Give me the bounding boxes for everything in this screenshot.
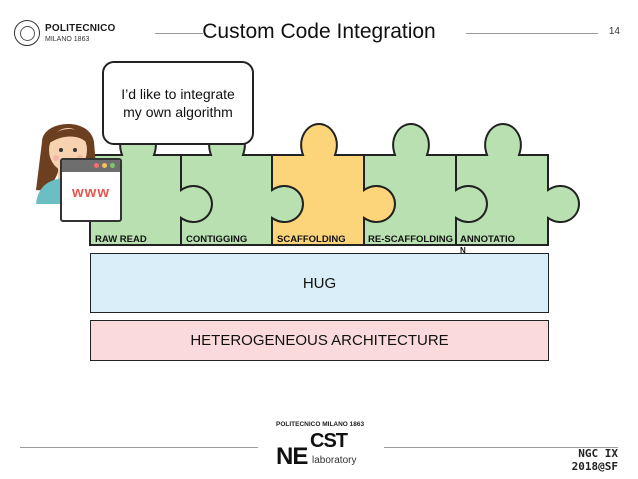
hug-layer: HUG: [90, 253, 549, 313]
piece-label-annotation: ANNOTATIO: [460, 234, 516, 245]
window-dot-icon: [102, 163, 107, 168]
necst-logo-top: POLITECNICO MILANO 1863: [276, 421, 365, 428]
heterogeneous-architecture-layer: HETEROGENEOUS ARCHITECTURE: [90, 320, 549, 361]
logo-sub: MILANO 1863: [45, 36, 90, 43]
necst-logo-cst: CST: [310, 430, 348, 452]
piece-label-re-scaffolding: RE-SCAFFOLDING: [368, 234, 453, 245]
politecnico-logo: POLITECNICO MILANO 1863: [14, 20, 124, 52]
hug-label: HUG: [302, 274, 337, 292]
necst-logo: POLITECNICO MILANO 1863 CST NE laborator…: [276, 421, 376, 471]
browser-titlebar: [62, 160, 120, 172]
window-dot-icon: [94, 163, 99, 168]
footer-divider-left: [20, 447, 258, 448]
footer-divider-right: [384, 447, 618, 448]
page-number: 14: [608, 26, 620, 37]
piece-label-scaffolding: SCAFFOLDING: [277, 234, 346, 245]
necst-logo-lab: laboratory: [312, 455, 357, 466]
heterogeneous-label: HETEROGENEOUS ARCHITECTURE: [190, 332, 449, 349]
necst-logo-ne: NE: [276, 443, 308, 470]
speech-bubble: I’d like to integrate my own algorithm: [102, 61, 254, 145]
event-line-2: 2018@SF: [571, 460, 618, 473]
browser-window-icon: www: [60, 158, 122, 222]
logo-name: POLITECNICO: [45, 23, 116, 34]
event-line-1: NGC IX: [578, 447, 618, 460]
piece-label-annotation-wrap: N: [460, 246, 466, 255]
slide-title: Custom Code Integration: [202, 20, 436, 43]
header-divider-left: [155, 33, 203, 34]
header-divider-right: [466, 33, 598, 34]
seal-icon: [14, 20, 40, 46]
puzzle-piece-annotation: [455, 122, 581, 246]
browser-www-text: www: [71, 184, 110, 201]
window-dot-icon: [110, 163, 115, 168]
event-badge: NGC IX 2018@SF: [572, 447, 618, 473]
piece-label-contigging: CONTIGGING: [186, 234, 248, 245]
piece-label-raw-read: RAW READ: [95, 234, 147, 245]
bubble-line-1: I’d like to integrate: [121, 86, 235, 102]
bubble-line-2: my own algorithm: [123, 104, 233, 120]
